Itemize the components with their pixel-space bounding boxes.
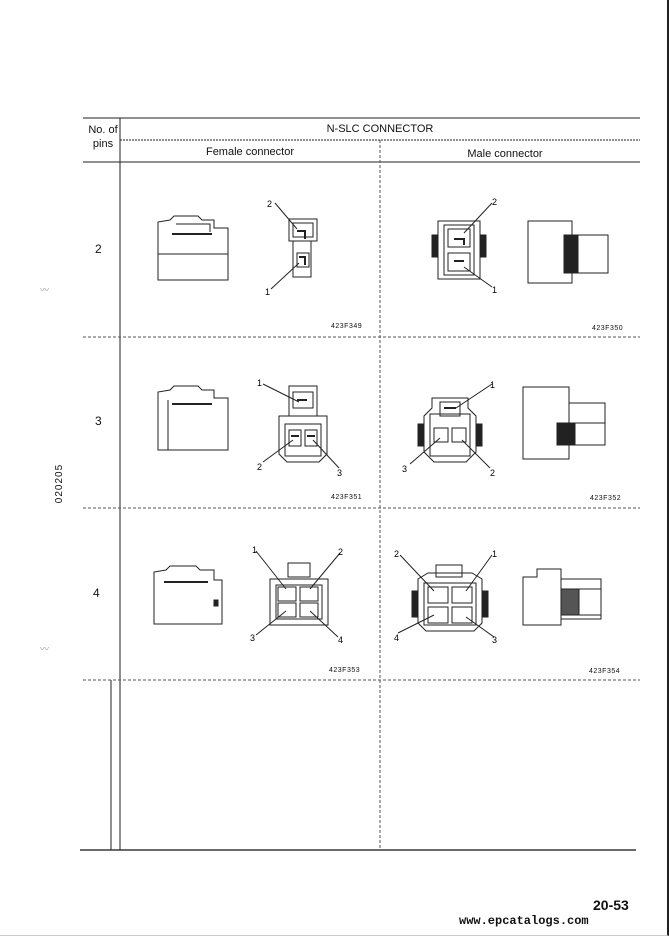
female-2pin-side-view: [157, 215, 229, 281]
male-3pin-side-view: [522, 386, 606, 460]
pin-label-4: 4: [338, 635, 343, 645]
figure-code-female-2pin: 423F349: [331, 323, 363, 330]
pin-label-2: 2: [267, 199, 272, 209]
pin-label-1: 1: [492, 285, 497, 295]
female-3pin-side-view: [157, 385, 229, 451]
pin-count-4: 4: [93, 586, 100, 600]
pin-count-3: 3: [95, 414, 102, 428]
pin-label-1: 1: [492, 549, 497, 559]
male-3pin-front-view: 1 3 2: [402, 380, 495, 478]
header-no-of: No. of: [88, 124, 118, 136]
figure-code-female-3pin: 423F351: [331, 494, 363, 501]
pin-label-3: 3: [492, 635, 497, 645]
female-4pin-side-view: [153, 565, 223, 625]
pin-label-3: 3: [402, 464, 407, 474]
female-4pin-front-view: 1 2 3 4: [250, 545, 343, 645]
male-4pin-front-view: 2 1 4 3: [394, 549, 497, 645]
header-male-connector: Male connector: [467, 148, 543, 160]
pin-label-2: 2: [257, 462, 262, 472]
figure-code-male-3pin: 423F352: [590, 495, 622, 502]
pin-label-1: 1: [490, 380, 495, 390]
female-2pin-front-view: 2 1: [265, 199, 318, 297]
pin-label-2: 2: [492, 197, 497, 207]
male-2pin-side-view: [527, 220, 609, 284]
watermark-url: www.epcatalogs.com: [459, 914, 589, 928]
pin-label-3: 3: [337, 468, 342, 478]
figure-code-female-4pin: 423F353: [329, 667, 361, 674]
page-number: 20-53: [593, 897, 629, 913]
pin-label-3: 3: [250, 633, 255, 643]
male-4pin-side-view: [522, 568, 602, 626]
pin-label-1: 1: [257, 378, 262, 388]
male-2pin-front-view: 2 1: [431, 197, 497, 295]
pin-label-1: 1: [265, 287, 270, 297]
side-document-code: 020205: [54, 463, 66, 504]
pin-count-2: 2: [95, 242, 102, 256]
pin-label-2: 2: [338, 547, 343, 557]
pin-label-2: 2: [394, 549, 399, 559]
margin-mark-upper: 〰: [40, 285, 50, 295]
pin-label-2: 2: [490, 468, 495, 478]
header-pins: pins: [92, 138, 114, 150]
header-n-slc-connector: N-SLC CONNECTOR: [326, 123, 434, 135]
pin-label-1: 1: [252, 545, 257, 555]
figure-code-male-4pin: 423F354: [589, 668, 621, 675]
margin-mark-lower: 〰: [40, 644, 50, 654]
header-female-connector: Female connector: [205, 146, 295, 158]
pin-label-4: 4: [394, 633, 399, 643]
figure-code-male-2pin: 423F350: [592, 325, 624, 332]
female-3pin-front-view: 1 2 3: [257, 378, 342, 478]
